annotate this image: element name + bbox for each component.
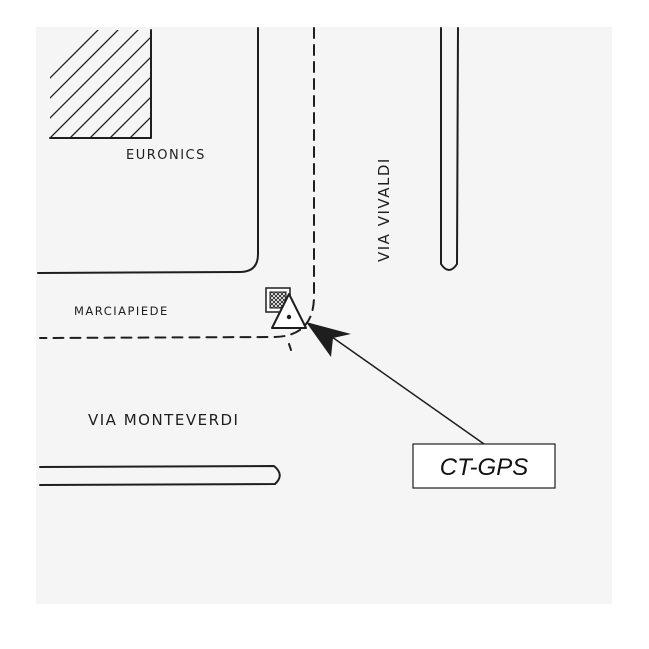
curb-tick [288, 343, 292, 351]
street-label-via-vivaldi: VIA VIVALDI [375, 157, 393, 262]
sidewalk-label: MARCIAPIEDE [74, 304, 169, 318]
street-label-via-monteverdi: VIA MONTEVERDI [88, 411, 239, 429]
median-via-vivaldi [440, 27, 459, 271]
paper-sheet [36, 27, 612, 604]
building-hatching [50, 30, 151, 138]
building-outline [49, 29, 152, 139]
median-via-monteverdi [39, 465, 281, 486]
triangle-marker-icon [271, 293, 307, 329]
building-euronics [49, 29, 152, 139]
block-curb [37, 27, 259, 274]
callout-box [412, 443, 556, 489]
device-callout: CT-GPS [412, 443, 556, 489]
building-label: EURONICS [126, 148, 206, 163]
device-label: CT-GPS [440, 454, 528, 481]
pointer-arrow-icon [306, 322, 485, 445]
sidewalk-edge-dashed [39, 27, 315, 339]
